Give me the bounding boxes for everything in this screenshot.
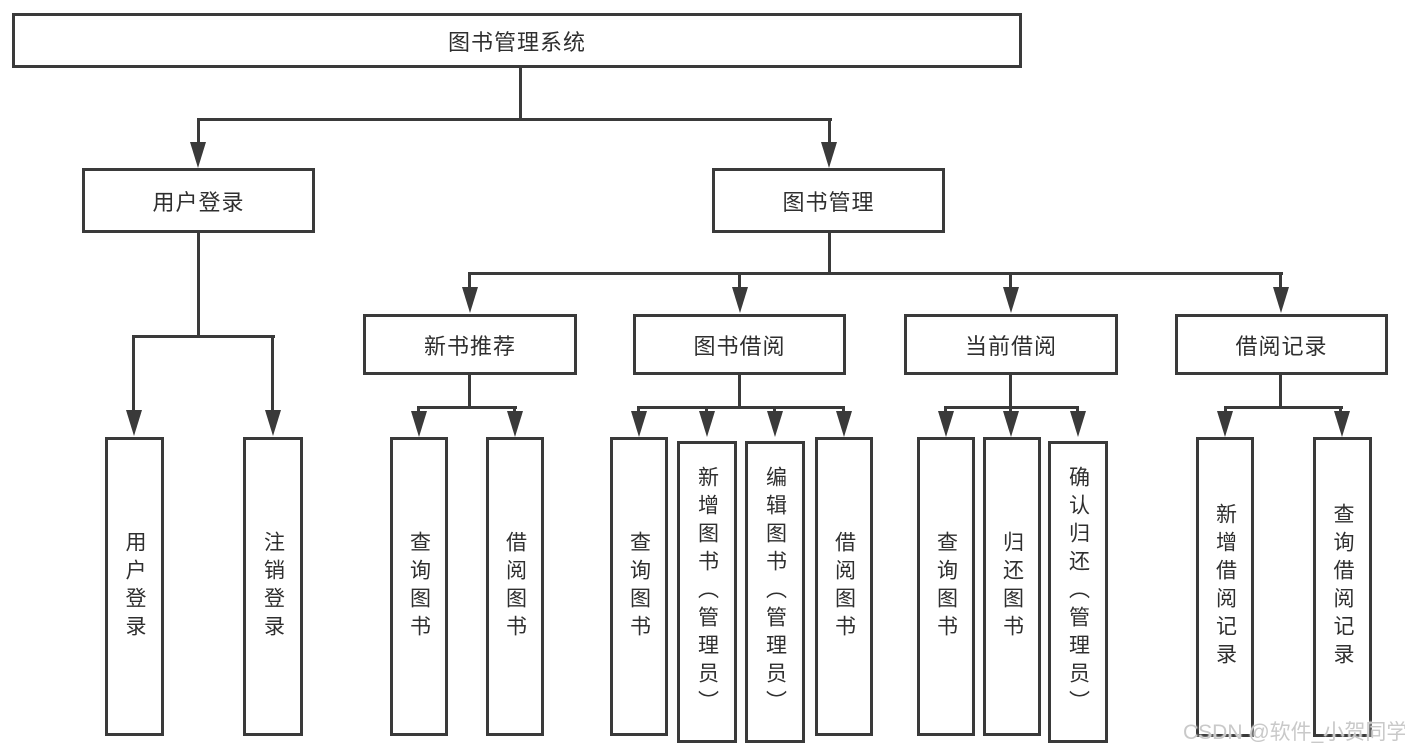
node-leaf-borrow-books: 借阅图书	[486, 437, 544, 736]
arrowhead-down-icon	[126, 410, 142, 436]
connector-stem	[197, 118, 200, 146]
connector-stem	[842, 406, 845, 413]
node-leaf-query-books: 查询图书	[917, 437, 975, 736]
arrowhead-down-icon	[1003, 287, 1019, 313]
node-leaf-return-books: 归还图书	[983, 437, 1041, 736]
arrowhead-down-icon	[411, 411, 427, 437]
connector-stem	[1009, 406, 1012, 413]
node-leaf-logout: 注销登录	[243, 437, 303, 736]
connector-stem	[944, 406, 947, 413]
connector-stem	[1009, 272, 1012, 289]
arrowhead-down-icon	[631, 411, 647, 437]
arrowhead-down-icon	[938, 411, 954, 437]
node-label: 图书管理系统	[447, 29, 586, 55]
connector-current-borrow-vertical	[1009, 374, 1012, 408]
connector-level2-spreader	[197, 118, 832, 121]
node-leaf-query-books: 查询图书	[610, 437, 668, 736]
arrowhead-down-icon	[821, 142, 837, 168]
connector-stem	[132, 335, 135, 412]
node-leaf-borrow-books: 借阅图书	[815, 437, 873, 736]
arrowhead-down-icon	[190, 142, 206, 168]
arrowhead-down-icon	[1273, 287, 1289, 313]
connector-stem	[1076, 406, 1079, 413]
node-leaf-query-books: 查询图书	[390, 437, 448, 736]
connector-book-borrow-vertical	[738, 374, 741, 408]
arrowhead-down-icon	[265, 410, 281, 436]
node-borrowing-records: 借阅记录	[1175, 314, 1388, 375]
connector-new-book-vertical	[468, 374, 471, 408]
arrowhead-down-icon	[767, 411, 783, 437]
node-leaf-add-books-admin: 新增图书（管理员）	[677, 441, 737, 743]
node-label: 新书推荐	[423, 333, 516, 359]
connector-stem	[637, 406, 640, 413]
node-label: 当前借阅	[964, 333, 1057, 359]
node-leaf-confirm-return-admin: 确认归还（管理员）	[1048, 441, 1108, 743]
arrowhead-down-icon	[507, 411, 523, 437]
arrowhead-down-icon	[1334, 411, 1350, 437]
connector-root-vertical	[519, 68, 522, 120]
arrowhead-down-icon	[1217, 411, 1233, 437]
connector-stem	[738, 272, 741, 289]
connector-stem	[773, 406, 776, 413]
connector-stem	[828, 118, 831, 146]
node-label: 用户登录	[152, 189, 245, 215]
node-new-book-recommend: 新书推荐	[363, 314, 577, 375]
node-label: 图书借阅	[693, 333, 786, 359]
arrowhead-down-icon	[1070, 411, 1086, 437]
node-leaf-user-login: 用户登录	[105, 437, 164, 736]
node-book-management: 图书管理	[712, 168, 945, 233]
connector-book-mgmt-vertical	[828, 232, 831, 274]
connector-stem	[1279, 272, 1282, 289]
node-label: 借阅记录	[1235, 333, 1328, 359]
arrowhead-down-icon	[1003, 411, 1019, 437]
node-user-login: 用户登录	[82, 168, 315, 233]
connector-stem	[417, 406, 420, 413]
connector-stem	[1339, 406, 1342, 413]
connector-stem	[513, 406, 516, 413]
node-label: 图书管理	[782, 189, 875, 215]
arrowhead-down-icon	[732, 287, 748, 313]
node-root-library-system: 图书管理系统	[12, 13, 1022, 68]
arrowhead-down-icon	[836, 411, 852, 437]
connector-borrow-record-spreader	[1224, 406, 1343, 409]
connector-book-borrow-spreader	[637, 406, 845, 409]
connector-user-login-spreader	[132, 335, 275, 338]
arrowhead-down-icon	[462, 287, 478, 313]
connector-user-login-vertical	[197, 232, 200, 337]
connector-stem	[1224, 406, 1227, 413]
connector-borrow-record-vertical	[1279, 374, 1282, 408]
node-leaf-query-borrow-record: 查询借阅记录	[1313, 437, 1372, 737]
node-leaf-add-borrow-record: 新增借阅记录	[1196, 437, 1254, 737]
connector-stem	[705, 406, 708, 413]
arrowhead-down-icon	[699, 411, 715, 437]
connector-stem	[468, 272, 471, 289]
node-book-borrowing: 图书借阅	[633, 314, 846, 375]
node-leaf-edit-books-admin: 编辑图书（管理员）	[745, 441, 805, 743]
csdn-watermark: CSDN @软件_小贺同学	[1183, 721, 1405, 744]
node-current-borrowing: 当前借阅	[904, 314, 1118, 375]
connector-level3-spreader	[468, 272, 1283, 275]
connector-stem	[271, 335, 274, 412]
connector-new-book-spreader	[417, 406, 517, 409]
